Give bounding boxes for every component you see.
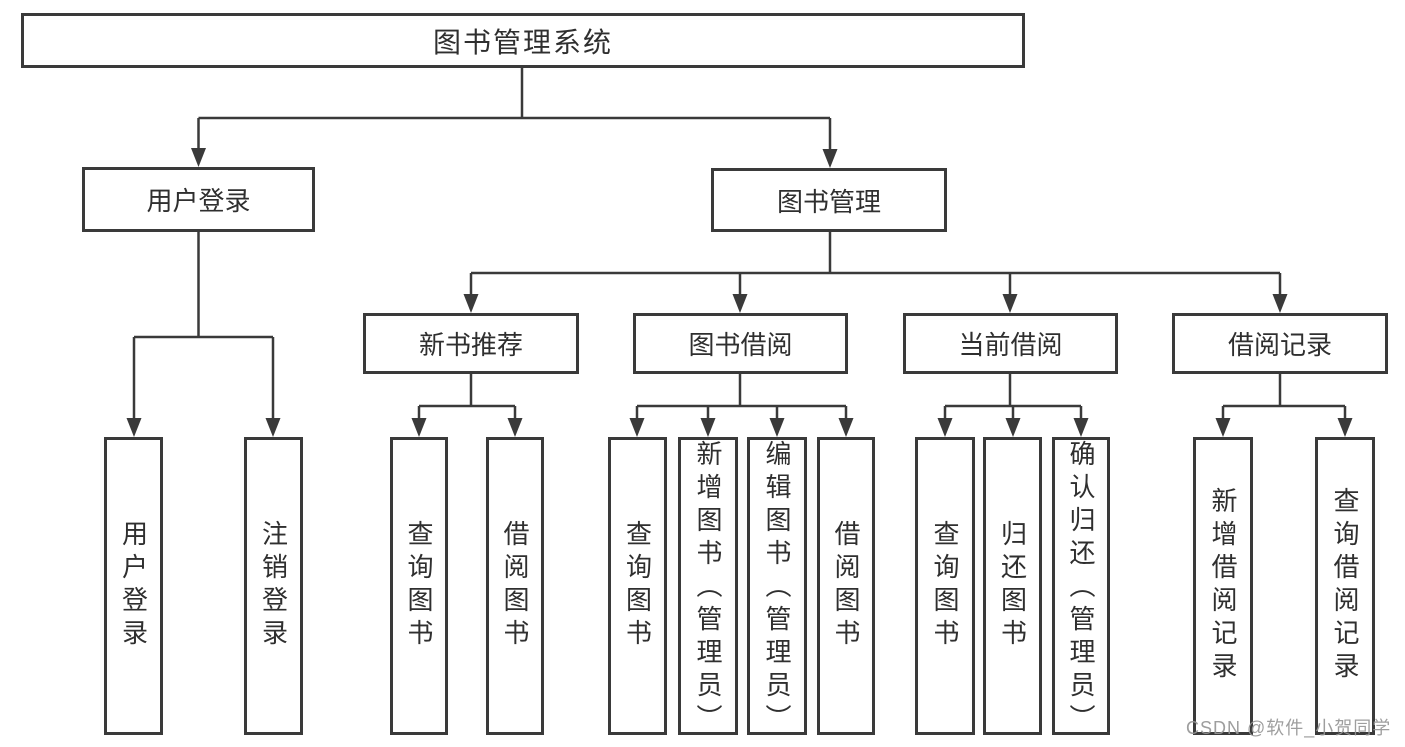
leaf-bb-borrow-books: 借阅图书 [817,437,875,735]
leaf-nbr-query-books: 查询图书 [390,437,448,735]
leaf-br-add-record: 新增借阅记录 [1193,437,1253,735]
leaf-bb-edit-books-admin: 编辑图书（管理员） [747,437,807,737]
branch-current-borrow: 当前借阅 [903,313,1118,374]
leaf-cb-return-books: 归还图书 [983,437,1042,735]
leaf-bb-query-books: 查询图书 [608,437,667,735]
leaf-br-query-record: 查询借阅记录 [1315,437,1375,735]
watermark: CSDN @软件_小贺同学 [1186,718,1392,738]
branch-new-book-recommend: 新书推荐 [363,313,579,374]
branch-user-login: 用户登录 [82,167,315,232]
leaf-user-login: 用户登录 [104,437,163,735]
arrowheads [126,148,1353,437]
branch-borrow-records: 借阅记录 [1172,313,1388,374]
branch-book-management: 图书管理 [711,168,947,232]
leaf-cb-confirm-return-admin: 确认归还（管理员） [1052,437,1110,737]
leaf-nbr-borrow-books: 借阅图书 [486,437,544,735]
node-root: 图书管理系统 [21,13,1025,68]
branch-book-borrow: 图书借阅 [633,313,848,374]
leaf-cb-query-books: 查询图书 [915,437,975,735]
leaf-bb-add-books-admin: 新增图书（管理员） [678,437,738,737]
leaf-logout: 注销登录 [244,437,303,735]
